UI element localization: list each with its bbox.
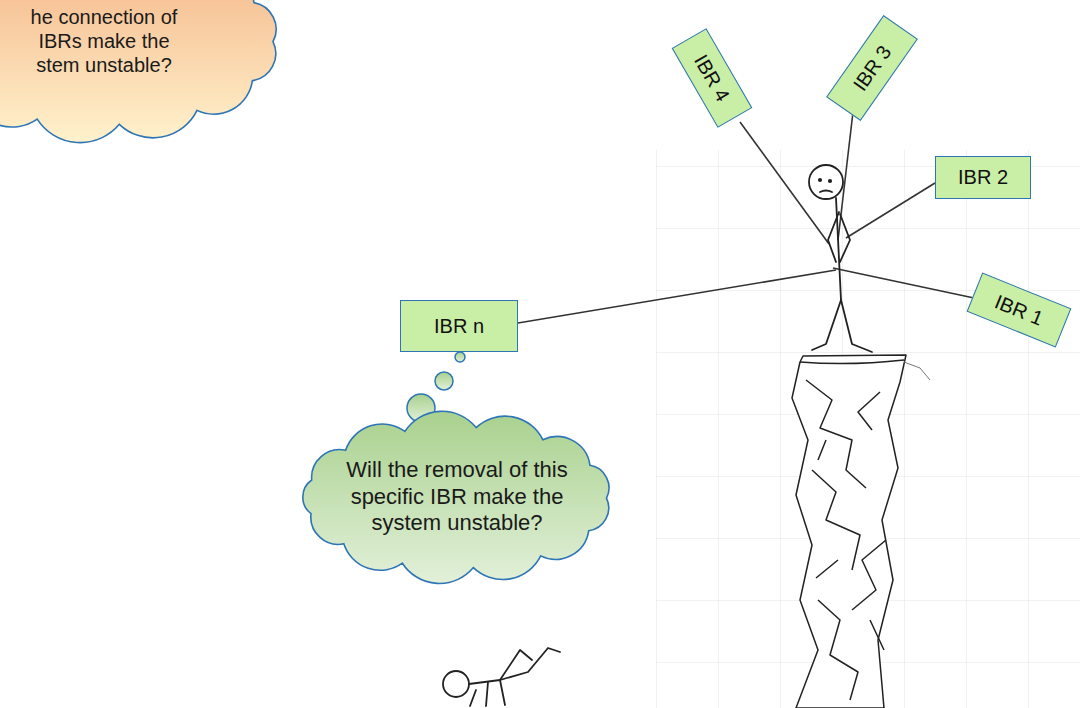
thought-cloud: Will the removal of this specific IBR ma… — [290, 410, 624, 585]
box-label: IBR n — [434, 315, 484, 338]
cloud-text: Will the removal of this specific IBR ma… — [342, 457, 572, 536]
ibr-box: IBR n — [400, 300, 518, 352]
cloud-shape — [303, 411, 609, 583]
strings — [518, 112, 974, 323]
box-label: IBR 2 — [958, 166, 1008, 189]
box-label: IBR 1 — [991, 290, 1046, 330]
box-label: IBR 3 — [848, 41, 896, 95]
ibr-box: IBR 1 — [967, 273, 1072, 348]
stick-figure — [809, 165, 872, 352]
cliff — [792, 355, 930, 708]
box-label: IBR 4 — [690, 51, 735, 106]
ibr-box: IBR 3 — [826, 15, 918, 121]
grid-background — [656, 150, 1080, 708]
thought-cloud: he connection of IBRs make the stem unst… — [0, 0, 290, 142]
cloud-shape — [0, 0, 276, 143]
ibr-box: IBR 4 — [672, 28, 753, 128]
ibr-box: IBR 2 — [935, 156, 1031, 199]
cloud-text: he connection of IBRs make the stem unst… — [14, 5, 194, 77]
falling-figure — [443, 648, 560, 706]
